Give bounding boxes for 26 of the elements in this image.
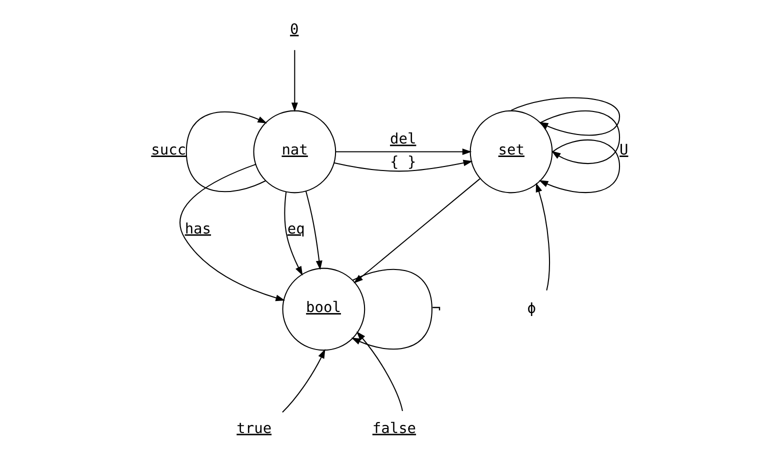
arrow [179,164,285,302]
arrow [335,148,472,156]
arrow [538,139,620,193]
arrow [284,192,302,276]
node-text: ϕ [526,301,536,318]
node-circle: nat [252,110,336,194]
edge-label: has [184,221,211,238]
arrow [305,191,322,270]
arrow [540,110,620,164]
arrow [350,268,432,350]
edge-label: succ [150,142,186,159]
edge-label: eq [286,221,304,238]
edge-label: { } [390,154,416,170]
arrow [356,331,402,412]
edge-label: del [390,132,416,148]
arrow [282,349,325,413]
arrow [185,111,267,192]
arrow [535,182,550,290]
node-text: true [236,420,272,437]
arrow [290,50,298,112]
edge-label: U [619,142,628,159]
arrow [353,178,480,284]
node-text: 0 [290,22,298,38]
edge-label: ¬ [431,301,440,318]
arrow [334,160,472,172]
node-text: false [372,420,416,437]
